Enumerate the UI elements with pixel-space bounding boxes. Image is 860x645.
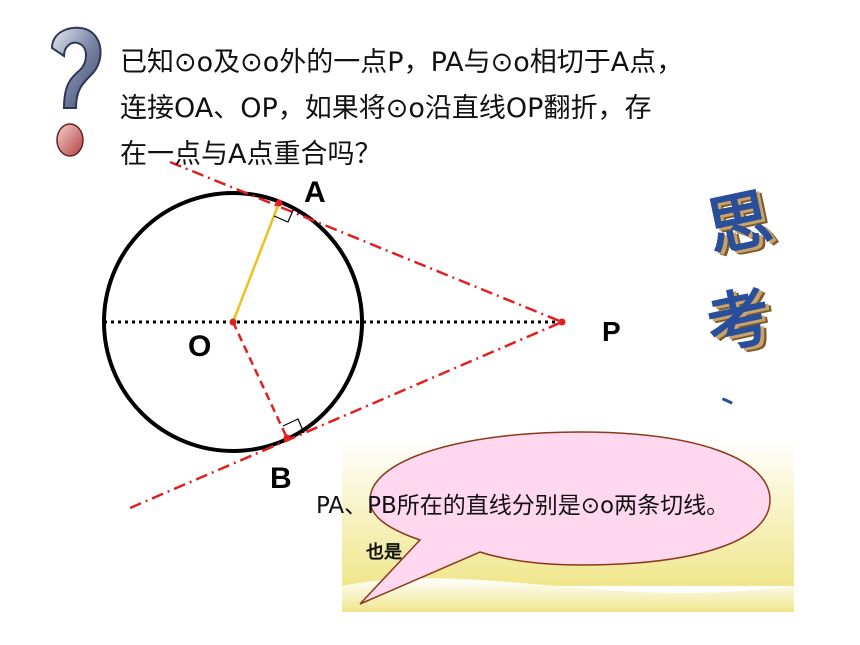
label-p: P [602, 316, 621, 347]
callout-panel-wave [342, 578, 794, 612]
point-o [229, 318, 237, 326]
tangent-pb [129, 320, 563, 510]
question-line-1: 已知⊙o及⊙o外的一点P，PA与⊙o相切于A点， [120, 47, 684, 78]
label-b: B [270, 462, 292, 495]
callout-partial-text: 也是 [366, 542, 402, 563]
question-text: 已知⊙o及⊙o外的一点P，PA与⊙o相切于A点， 连接OA、OP，如果将⊙o沿直… [120, 40, 820, 178]
right-angle-icon [273, 207, 295, 223]
point-b [283, 434, 291, 442]
label-o: O [188, 330, 212, 363]
question-line-3: 在一点与A点重合吗？ [120, 139, 382, 170]
point-a [275, 199, 283, 207]
point-p [558, 318, 566, 326]
radius-oa [231, 202, 281, 323]
question-mark-icon [50, 26, 102, 157]
question-line-2: 连接OA、OP，如果将⊙o沿直线OP翻折，存 [120, 93, 652, 124]
speech-bubble [359, 431, 771, 605]
callout-text: PA、PB所在的直线分别是⊙o两条切线。 [316, 493, 730, 519]
label-a: A [304, 176, 326, 209]
tangent-pa [169, 160, 563, 324]
radius-ob [231, 321, 289, 439]
right-angle-icon [282, 418, 305, 434]
